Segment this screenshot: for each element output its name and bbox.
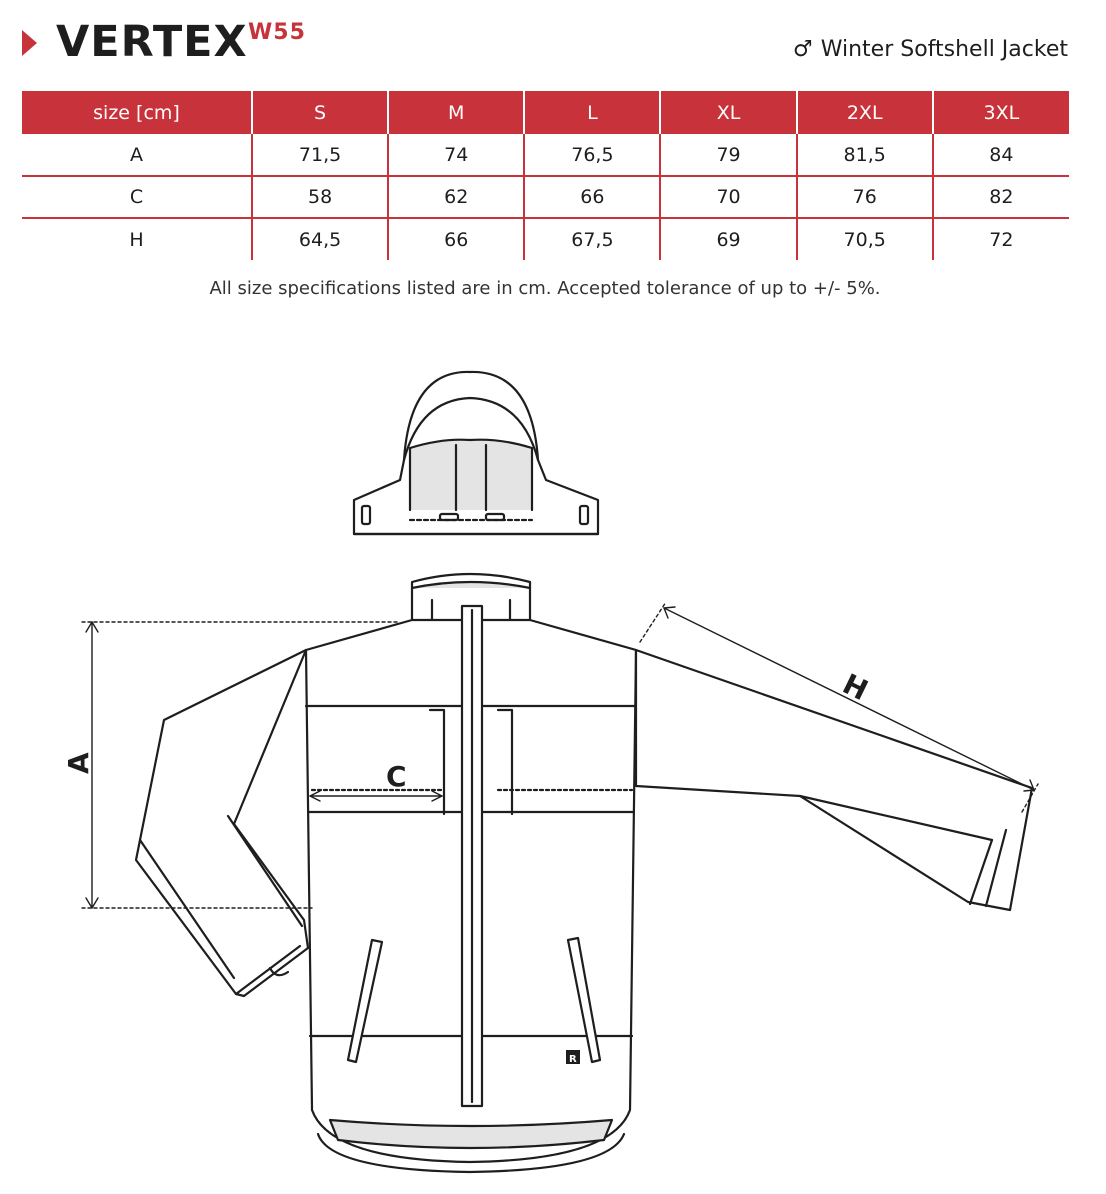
table-row: C 58 62 66 70 76 82 (22, 175, 1069, 218)
table-cell: 66 (523, 175, 661, 218)
table-cell: 70,5 (795, 217, 933, 260)
table-cell: 72 (931, 217, 1069, 260)
table-cell: 81,5 (795, 134, 933, 176)
male-icon: ♂ (792, 37, 813, 62)
jacket-illustration: A C H R (62, 370, 1039, 1174)
label-a: A (62, 752, 95, 774)
table-cell: 62 (387, 175, 525, 218)
column-header: L (523, 91, 661, 134)
measurement-lines (81, 601, 1039, 909)
table-cell: 58 (250, 175, 389, 218)
column-header: size [cm] (22, 91, 252, 134)
table-cell: 76,5 (523, 134, 661, 176)
table-row: A 71,5 74 76,5 79 81,5 84 (22, 134, 1069, 176)
table-cell: 66 (387, 217, 525, 260)
product-subtitle: ♂ Winter Softshell Jacket (793, 37, 1068, 62)
jacket-drawing (134, 572, 1034, 1174)
size-table-header: size [cm] S M L XL 2XL 3XL (22, 91, 1069, 134)
hood-drawing (352, 370, 600, 536)
size-table: size [cm] S M L XL 2XL 3XL A 71,5 74 76,… (22, 91, 1069, 260)
table-cell: 82 (931, 175, 1069, 218)
column-header: S (250, 91, 389, 134)
label-c: C (386, 760, 407, 793)
brand-logo-tag (566, 1050, 580, 1064)
table-row: H 64,5 66 67,5 69 70,5 72 (22, 217, 1069, 260)
column-header: M (387, 91, 525, 134)
header: VERTEX W55 ♂ Winter Softshell Jacket (0, 0, 1106, 80)
subtitle-text: Winter Softshell Jacket (820, 37, 1068, 62)
table-cell: H (22, 217, 252, 260)
table-cell: 74 (387, 134, 525, 176)
product-code: W55 (248, 20, 306, 45)
table-cell: 67,5 (523, 217, 661, 260)
label-h: H (838, 667, 874, 707)
product-name: VERTEX (56, 17, 248, 67)
table-cell: 70 (659, 175, 797, 218)
table-cell: 84 (931, 134, 1069, 176)
table-cell: 79 (659, 134, 797, 176)
tolerance-note: All size specifications listed are in cm… (209, 278, 881, 299)
logo-text: R (569, 1054, 577, 1065)
arrow-icon (22, 30, 37, 56)
table-cell: 71,5 (250, 134, 389, 176)
table-cell: 76 (795, 175, 933, 218)
jacket-diagram: A C H R (0, 320, 1106, 1194)
table-cell: C (22, 175, 252, 218)
column-header: 2XL (795, 91, 933, 134)
table-cell: 64,5 (250, 217, 389, 260)
column-header: XL (659, 91, 797, 134)
table-cell: A (130, 143, 143, 166)
column-header: 3XL (931, 91, 1069, 134)
table-cell: 69 (659, 217, 797, 260)
